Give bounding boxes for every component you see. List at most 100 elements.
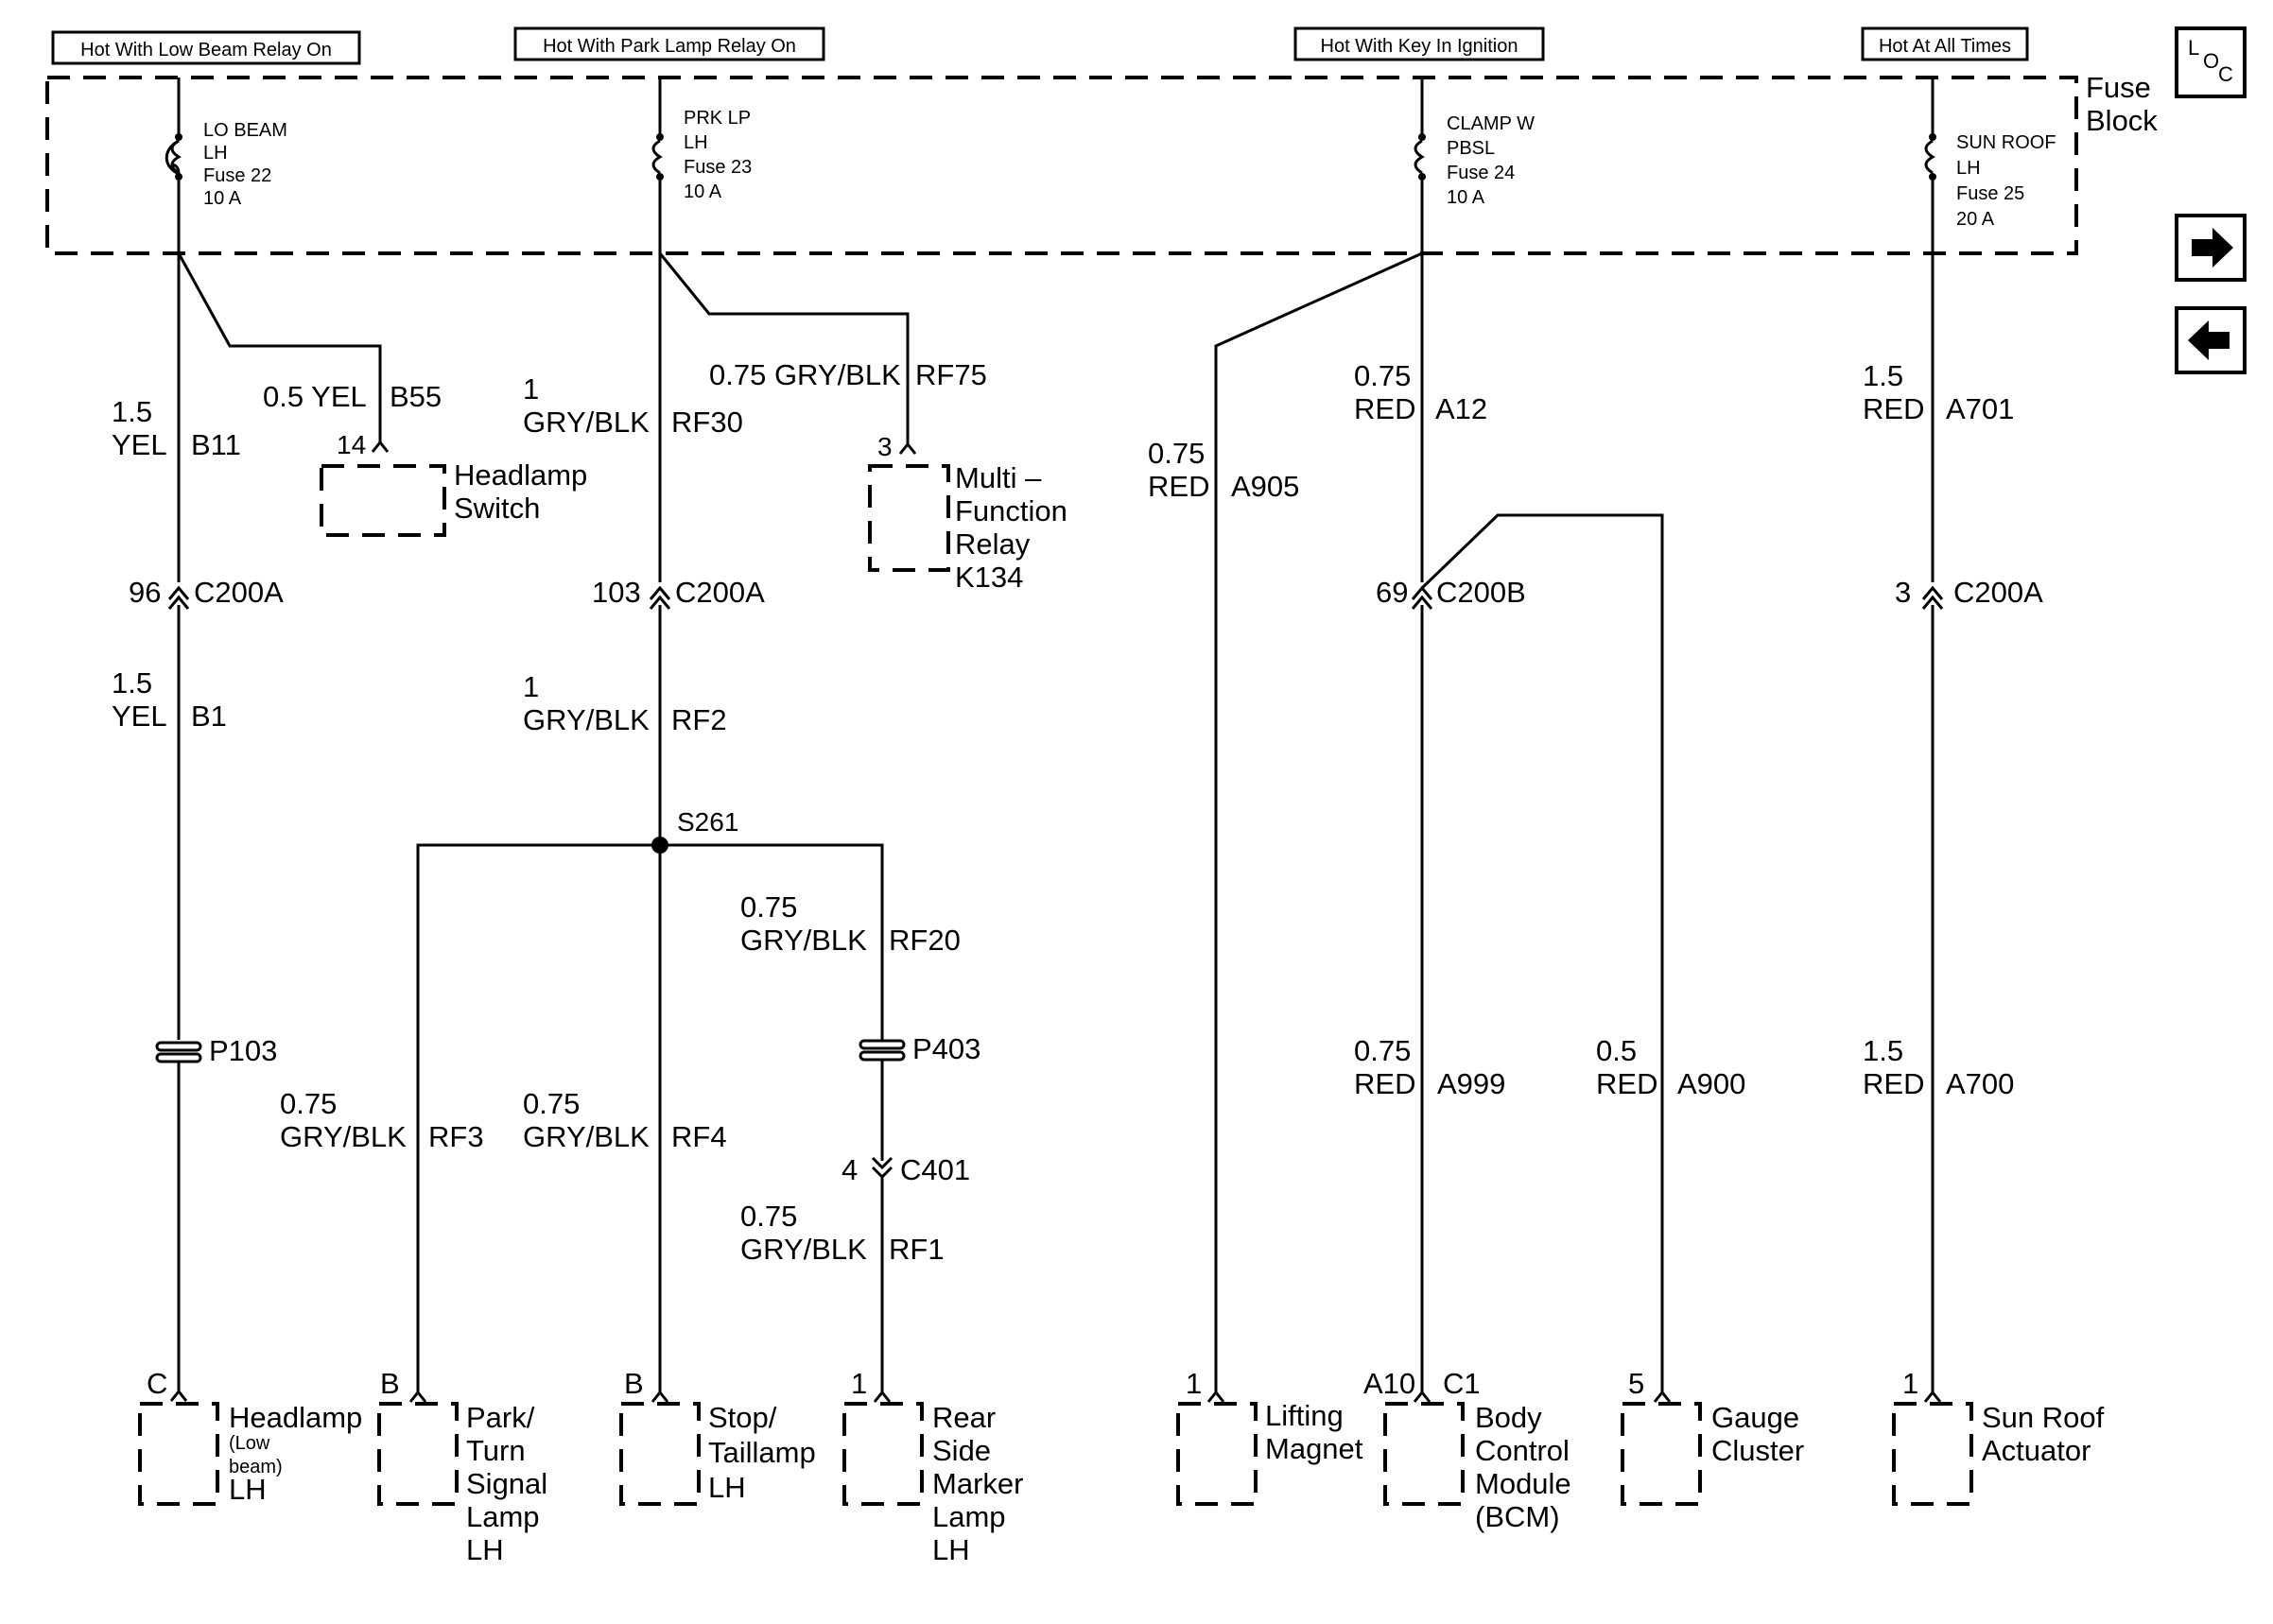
svg-text:LH: LH [229, 1473, 267, 1506]
sun-roof-actuator: 1 Sun Roof Actuator [1892, 1367, 2105, 1506]
svg-text:(BCM): (BCM) [1475, 1500, 1560, 1533]
svg-text:Hot With Park Lamp Relay On: Hot With Park Lamp Relay On [543, 36, 796, 57]
svg-text:Fuse 22: Fuse 22 [203, 165, 271, 186]
svg-text:P403: P403 [912, 1032, 980, 1065]
svg-text:RED: RED [1148, 470, 1209, 503]
svg-text:YEL: YEL [112, 428, 167, 461]
svg-text:Stop/: Stop/ [708, 1401, 777, 1434]
svg-text:0.75: 0.75 [280, 1087, 337, 1120]
circuit-low-beam: 1.5 YEL B11 0.5 YEL B55 96 C200A 1.5 YEL… [112, 181, 442, 1402]
svg-text:14: 14 [337, 430, 366, 459]
svg-text:1.5: 1.5 [1863, 1034, 1903, 1067]
svg-text:Hot With Low Beam Relay On: Hot With Low Beam Relay On [80, 40, 332, 60]
svg-text:RED: RED [1863, 392, 1924, 425]
svg-text:0.5 YEL: 0.5 YEL [263, 380, 367, 413]
svg-text:3: 3 [1895, 576, 1911, 609]
svg-text:Control: Control [1475, 1434, 1570, 1467]
svg-text:C: C [2218, 62, 2233, 86]
svg-text:Fuse 24: Fuse 24 [1447, 163, 1515, 183]
headlamp-switch: 14 Headlamp Switch [320, 430, 587, 537]
svg-text:RF30: RF30 [671, 406, 743, 439]
svg-text:Headlamp: Headlamp [454, 458, 587, 492]
header-key-ignition: Hot With Key In Ignition [1293, 26, 1545, 61]
svg-text:RF3: RF3 [428, 1120, 484, 1153]
svg-text:20 A: 20 A [1956, 209, 1995, 230]
next-page-button[interactable] [2175, 214, 2247, 282]
svg-text:Rear: Rear [932, 1401, 996, 1434]
svg-text:LH: LH [1956, 158, 1981, 179]
svg-text:Turn: Turn [466, 1434, 526, 1467]
svg-text:Module: Module [1475, 1467, 1571, 1500]
svg-text:1.5: 1.5 [112, 395, 152, 428]
svg-text:Actuator: Actuator [1982, 1434, 2091, 1467]
svg-text:Hot At All Times: Hot At All Times [1879, 36, 2011, 57]
svg-text:Lifting: Lifting [1265, 1399, 1344, 1432]
svg-text:A900: A900 [1677, 1067, 1745, 1100]
svg-text:0.75: 0.75 [740, 1200, 797, 1233]
svg-text:RF20: RF20 [889, 924, 961, 957]
svg-text:B: B [380, 1367, 400, 1400]
svg-text:RED: RED [1354, 392, 1415, 425]
svg-text:O: O [2203, 49, 2219, 73]
svg-text:10 A: 10 A [1447, 187, 1485, 208]
svg-text:Park/: Park/ [466, 1401, 535, 1434]
svg-text:96: 96 [129, 576, 161, 609]
svg-text:RF75: RF75 [915, 358, 987, 391]
loc-button[interactable]: L O C [2175, 26, 2247, 98]
svg-text:10 A: 10 A [203, 188, 242, 209]
svg-text:Marker: Marker [932, 1467, 1023, 1500]
svg-text:C200B: C200B [1436, 576, 1526, 609]
svg-text:Hot With Key In Ignition: Hot With Key In Ignition [1321, 36, 1518, 57]
svg-text:1: 1 [523, 670, 539, 703]
arrow-left-icon [2188, 320, 2230, 360]
svg-text:B1: B1 [191, 700, 227, 733]
svg-text:GRY/BLK: GRY/BLK [280, 1120, 407, 1153]
svg-text:Headlamp: Headlamp [229, 1401, 362, 1434]
svg-text:C200A: C200A [1953, 576, 2043, 609]
svg-text:RF1: RF1 [889, 1233, 945, 1266]
fuse-block-label-2: Block [2086, 104, 2158, 137]
fuse-24: CLAMP W PBSL Fuse 24 10 A [1414, 78, 1535, 208]
svg-text:LH: LH [466, 1533, 504, 1566]
svg-text:RF4: RF4 [671, 1120, 727, 1153]
fuse-block-label: Fuse [2086, 71, 2151, 104]
svg-text:1: 1 [1186, 1367, 1202, 1400]
svg-text:LH: LH [708, 1471, 746, 1504]
svg-text:A12: A12 [1435, 392, 1487, 425]
svg-text:C: C [147, 1367, 167, 1400]
header-all-times: Hot At All Times [1861, 26, 2029, 61]
svg-text:RED: RED [1354, 1067, 1415, 1100]
svg-text:1: 1 [1902, 1367, 1918, 1400]
stop-taillamp-lh: B Stop/ Taillamp LH [619, 1367, 816, 1506]
previous-page-button[interactable] [2175, 306, 2247, 374]
rear-side-marker-lamp-lh: 1 Rear Side Marker Lamp LH [842, 1367, 1023, 1566]
arrow-right-icon [2192, 228, 2233, 268]
svg-text:K134: K134 [955, 561, 1023, 594]
svg-text:Relay: Relay [955, 527, 1031, 561]
svg-text:P103: P103 [209, 1034, 277, 1067]
svg-text:Taillamp: Taillamp [708, 1436, 816, 1469]
svg-text:A10: A10 [1363, 1367, 1415, 1400]
svg-text:B55: B55 [390, 380, 442, 413]
headlamp-low-beam-lh: Headlamp (Low beam) LH [138, 1401, 362, 1506]
svg-text:(Low: (Low [229, 1433, 270, 1454]
svg-text:A999: A999 [1437, 1067, 1505, 1100]
svg-text:S261: S261 [677, 807, 738, 837]
svg-text:GRY/BLK: GRY/BLK [740, 924, 867, 957]
svg-text:0.75: 0.75 [1354, 1034, 1411, 1067]
svg-text:3: 3 [877, 432, 893, 461]
svg-text:C200A: C200A [675, 576, 765, 609]
svg-text:10 A: 10 A [684, 181, 722, 202]
header-park-lamp: Hot With Park Lamp Relay On [513, 26, 825, 61]
svg-text:GRY/BLK: GRY/BLK [523, 1120, 650, 1153]
svg-text:LH: LH [932, 1533, 970, 1566]
svg-text:SUN ROOF: SUN ROOF [1956, 132, 2056, 153]
park-turn-signal-lamp-lh: B Park/ Turn Signal Lamp LH [377, 1367, 547, 1566]
svg-text:Cluster: Cluster [1711, 1434, 1804, 1467]
svg-text:0.75: 0.75 [1354, 359, 1411, 392]
svg-text:RED: RED [1596, 1067, 1657, 1100]
multi-function-relay: 3 Multi – Function Relay K134 [868, 432, 1067, 594]
svg-text:1: 1 [523, 372, 539, 406]
svg-text:Lamp: Lamp [466, 1500, 540, 1533]
svg-text:PBSL: PBSL [1447, 138, 1495, 159]
